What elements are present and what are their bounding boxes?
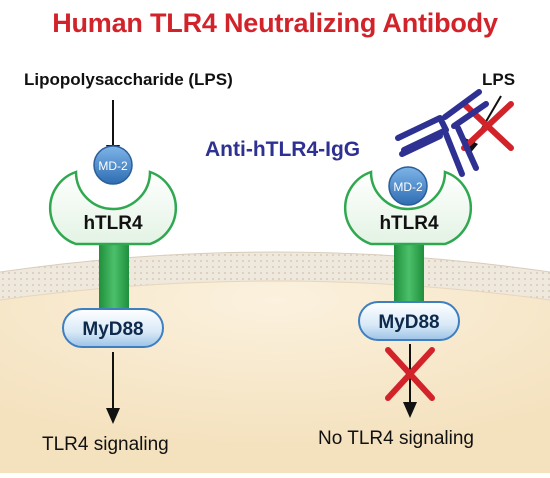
- membrane-outer-edge: [0, 251, 550, 273]
- md2-label: MD-2: [393, 180, 423, 194]
- outcome-label-left: TLR4 signaling: [42, 434, 169, 455]
- red-x-icon: [385, 347, 435, 401]
- myd88-label: MyD88: [82, 319, 143, 340]
- outcome-label-right: No TLR4 signaling: [318, 428, 474, 449]
- tlr4-receptor-right: MD-2 hTLR4: [343, 166, 473, 308]
- md2-label: MD-2: [98, 159, 128, 173]
- red-x-icon: [461, 101, 514, 151]
- receptor-stalk: [394, 238, 424, 308]
- md2-coreceptor: [93, 145, 133, 185]
- membrane-inner-edge: [0, 280, 550, 301]
- myd88-label: MyD88: [378, 312, 439, 333]
- myd88-adaptor-left: MyD88: [62, 308, 164, 348]
- md2-coreceptor: [388, 166, 428, 206]
- tlr4-label: hTLR4: [379, 213, 439, 234]
- receptor-head: [48, 170, 178, 246]
- lps-label-right: LPS: [482, 70, 516, 89]
- tlr4-receptor-left: MD-2 hTLR4: [48, 145, 178, 316]
- receptor-head: [343, 170, 473, 246]
- down-arrow-icon: [106, 352, 120, 424]
- myd88-adaptor-right: MyD88: [358, 301, 460, 341]
- diagram-title: Human TLR4 Neutralizing Antibody: [52, 8, 498, 38]
- antibody-label: Anti-hTLR4-IgG: [205, 138, 361, 161]
- receptor-stalk: [99, 238, 129, 316]
- tlr4-label: hTLR4: [83, 213, 143, 234]
- lps-label-left: Lipopolysaccharide (LPS): [24, 70, 233, 89]
- antibody-igg: [395, 89, 489, 177]
